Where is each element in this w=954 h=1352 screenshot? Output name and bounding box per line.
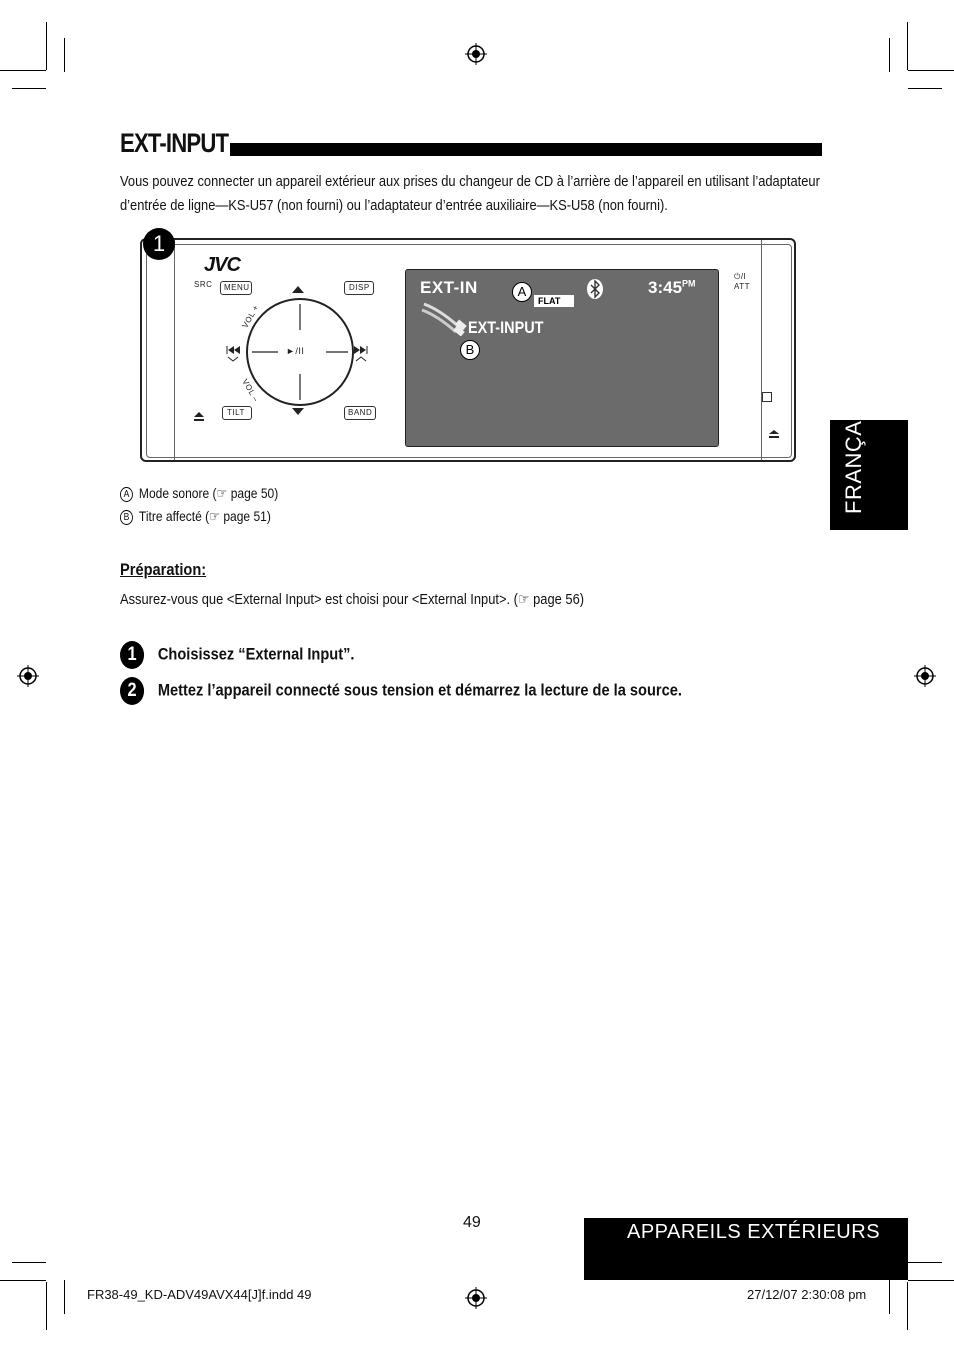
- clock-time: 3:45: [648, 278, 683, 297]
- device-left-strip: [142, 240, 175, 460]
- crop-mark: [908, 70, 954, 71]
- step-text: Choisissez “External Input”.: [157, 644, 355, 664]
- section-tab: APPAREILS EXTÉRIEURS: [584, 1218, 908, 1280]
- step-item: 2 Mettez l’appareil connecté sous tension…: [120, 677, 682, 705]
- preparation-text: Assurez-vous que <External Input> est ch…: [120, 591, 585, 608]
- skip-back-icon[interactable]: [224, 344, 242, 362]
- callout-a: A: [512, 282, 532, 302]
- card-eject-icon[interactable]: [768, 430, 780, 438]
- crop-mark: [12, 88, 46, 89]
- crop-mark: [0, 1280, 46, 1281]
- page-title: EXT-INPUT: [120, 128, 229, 158]
- legend-item: B Titre affecté (☞ page 51): [120, 508, 271, 525]
- step-text: Mettez l’appareil connecté sous tension …: [157, 680, 682, 700]
- step-number: 2: [120, 677, 145, 705]
- menu-button-label: MENU: [224, 283, 250, 292]
- disp-button-label: DISP: [349, 283, 370, 292]
- crop-mark: [908, 88, 942, 89]
- device-inner-bezel: [146, 244, 792, 458]
- band-button-label: BAND: [348, 408, 373, 417]
- down-arrow-icon[interactable]: [292, 408, 304, 416]
- play-pause-label: ►/II: [286, 346, 305, 356]
- crop-mark: [46, 22, 47, 70]
- crop-mark: [907, 22, 908, 70]
- display-screen: EXT-IN A FLAT 3:45PM EXT-INPUT B: [405, 269, 719, 447]
- legend-text: Mode sonore (☞ page 50): [138, 485, 279, 501]
- device-faceplate: JVC SRC MENU DISP TILT BAND VOL + VOL – …: [140, 238, 796, 462]
- crop-mark: [64, 38, 65, 72]
- control-dial[interactable]: [246, 298, 354, 406]
- language-tab: FRANÇAIS: [830, 399, 908, 530]
- source-indicator: EXT-IN: [420, 278, 478, 297]
- crop-mark: [889, 38, 890, 72]
- footer-file-info: FR38-49_KD-ADV49AVX44[J]f.indd 49: [87, 1287, 312, 1302]
- crop-mark: [889, 1280, 890, 1314]
- clock-suffix: PM: [682, 278, 696, 289]
- legend-item: A Mode sonore (☞ page 50): [120, 485, 278, 502]
- section-heading: EXT-INPUT: [120, 128, 822, 162]
- side-slot[interactable]: [762, 392, 772, 402]
- band-button[interactable]: BAND: [344, 406, 376, 420]
- page-number: 49: [463, 1214, 481, 1231]
- audio-cable-icon: [421, 302, 467, 336]
- crop-mark: [46, 1282, 47, 1330]
- footer-timestamp: 27/12/07 2:30:08 pm: [747, 1287, 867, 1302]
- clock-display: 3:45PM: [648, 278, 696, 298]
- eject-icon[interactable]: [194, 412, 204, 422]
- tilt-button-label: TILT: [227, 408, 245, 417]
- registration-mark-icon: [465, 43, 487, 65]
- crop-mark: [64, 1280, 65, 1314]
- menu-button[interactable]: MENU: [220, 281, 252, 295]
- device-right-strip: [761, 240, 794, 460]
- registration-mark-icon: [17, 665, 39, 687]
- bluetooth-icon: [587, 279, 603, 299]
- track-title: EXT-INPUT: [468, 318, 544, 337]
- title-rule: [230, 143, 822, 156]
- registration-mark-icon: [465, 1287, 487, 1309]
- step-item: 1 Choisissez “External Input”.: [120, 641, 354, 669]
- crop-mark: [908, 1280, 954, 1281]
- device-illustration: JVC SRC MENU DISP TILT BAND VOL + VOL – …: [140, 238, 796, 462]
- up-arrow-icon[interactable]: [292, 286, 304, 294]
- registration-mark-icon: [914, 665, 936, 687]
- crop-mark: [908, 1262, 942, 1263]
- skip-forward-icon[interactable]: [352, 344, 370, 362]
- crop-mark: [0, 70, 46, 71]
- brand-logo: JVC: [204, 254, 241, 276]
- legend-letter: A: [120, 487, 133, 502]
- crop-mark: [12, 1262, 46, 1263]
- crop-mark: [907, 1282, 908, 1330]
- preparation-heading: Préparation:: [120, 560, 207, 579]
- src-button[interactable]: SRC: [194, 280, 213, 289]
- legend-letter: B: [120, 510, 133, 525]
- language-tab-label: FRANÇAIS: [841, 398, 866, 514]
- step-number: 1: [120, 641, 145, 669]
- intro-paragraph: Vous pouvez connecter un appareil extéri…: [120, 173, 820, 214]
- callout-b: B: [460, 340, 480, 360]
- figure-step-badge: 1: [143, 228, 175, 260]
- dial-cross-lines: [252, 304, 348, 400]
- section-tab-label: APPAREILS EXTÉRIEURS: [627, 1221, 881, 1243]
- power-att-button[interactable]: ⏻/I ATT: [734, 272, 751, 291]
- legend-text: Titre affecté (☞ page 51): [138, 508, 271, 524]
- sound-mode-label: FLAT: [534, 295, 574, 307]
- disp-button[interactable]: DISP: [344, 281, 374, 295]
- tilt-button[interactable]: TILT: [222, 406, 252, 420]
